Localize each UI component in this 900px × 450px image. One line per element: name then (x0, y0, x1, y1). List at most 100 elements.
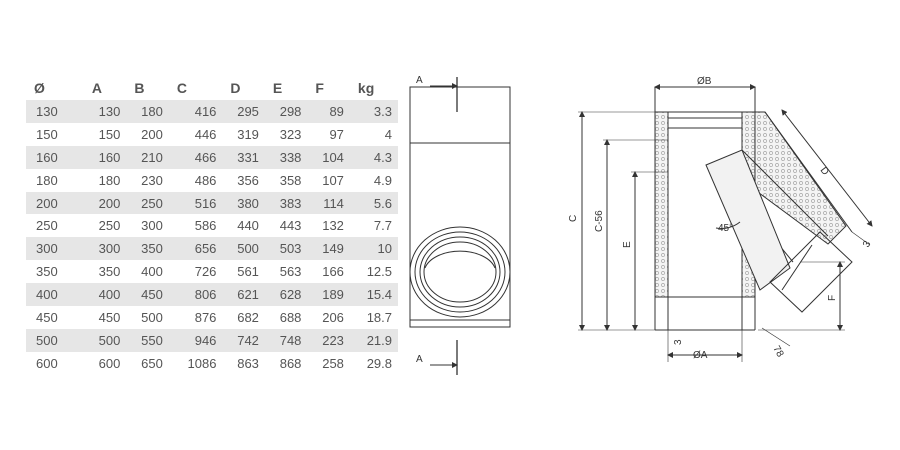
table-cell: 443 (264, 214, 308, 238)
branch-socket-line (781, 244, 813, 291)
table-cell: 250 (26, 214, 84, 238)
table-cell: 500 (26, 328, 84, 352)
angle-arc (715, 221, 741, 229)
table-cell: 1086 (168, 351, 223, 375)
table-cell: 500 (126, 306, 169, 329)
branch-ring-2 (414, 231, 506, 313)
table-cell: 180 (126, 100, 169, 123)
table-cell: 356 (222, 168, 265, 192)
table-cell: 323 (264, 122, 308, 146)
table-cell: 15.4 (349, 283, 398, 307)
table-cell: 450 (126, 283, 169, 307)
dim-label-3-bottom: 3 (673, 339, 684, 345)
dim-label-c56: C-56 (594, 210, 605, 232)
table-cell: 21.9 (349, 328, 398, 352)
header-cell: E (272, 80, 283, 96)
table-cell: 656 (168, 237, 223, 261)
table-cell: 563 (264, 260, 308, 284)
table-cell: 107 (307, 168, 350, 192)
table-cell: 230 (126, 168, 169, 192)
table-cell: 726 (168, 260, 223, 284)
table-cell: 876 (168, 306, 223, 329)
header-cell: B (134, 80, 145, 96)
table-cell: 7.7 (349, 214, 398, 238)
header-cell: kg (357, 80, 375, 96)
dim-label-a: ØA (693, 350, 708, 361)
header-cell: Ø (34, 80, 45, 96)
table-cell: 748 (264, 328, 308, 352)
table-cell: 500 (83, 328, 127, 352)
table-cell: 200 (126, 122, 169, 146)
table-cell: 160 (26, 145, 84, 169)
table-cell: 180 (83, 168, 127, 192)
table-cell: 450 (26, 306, 84, 329)
section-label-bottom: A (416, 354, 423, 365)
table-cell: 350 (126, 237, 169, 261)
header-cell: C (176, 80, 187, 96)
table-cell: 806 (168, 283, 223, 307)
angle-label: 45° (718, 223, 733, 234)
front-view-body (409, 86, 511, 328)
branch-outer-ring (409, 226, 511, 318)
table-cell: 114 (307, 191, 350, 215)
table-cell: 295 (222, 100, 265, 123)
table-cell: 628 (264, 283, 308, 307)
table-cell: 450 (83, 306, 127, 329)
header-cell: F (315, 80, 324, 96)
ext-line-78 (761, 327, 791, 347)
table-cell: 250 (83, 214, 127, 238)
table-cell: 946 (168, 328, 223, 352)
table-cell: 440 (222, 214, 265, 238)
branch-ring-3 (419, 236, 501, 308)
table-cell: 350 (26, 260, 84, 284)
dim-label-d: D (818, 165, 831, 177)
table-cell: 466 (168, 145, 223, 169)
table-cell: 416 (168, 100, 223, 123)
table-cell: 446 (168, 122, 223, 146)
table-cell: 358 (264, 168, 308, 192)
table-cell: 189 (307, 283, 350, 307)
dim-label-e: E (622, 241, 633, 248)
branch-socket (769, 231, 853, 313)
table-cell: 160 (83, 145, 127, 169)
table-cell: 400 (126, 260, 169, 284)
ext-line-3-top (851, 231, 871, 246)
branch-inner-ring (423, 241, 497, 303)
table-cell: 104 (307, 145, 350, 169)
table-cell: 210 (126, 145, 169, 169)
table-cell: 621 (222, 283, 265, 307)
dim-label-b: ØB (697, 76, 712, 87)
table-cell: 132 (307, 214, 350, 238)
table-cell: 206 (307, 306, 350, 329)
table-cell: 586 (168, 214, 223, 238)
table-cell: 258 (307, 351, 350, 375)
table-cell: 300 (26, 237, 84, 261)
table-cell: 561 (222, 260, 265, 284)
front-view (409, 77, 511, 375)
table-cell: 600 (26, 351, 84, 375)
table-cell: 200 (83, 191, 127, 215)
table-cell: 400 (26, 283, 84, 307)
table-cell: 298 (264, 100, 308, 123)
table-cell: 3.3 (349, 100, 398, 123)
section-label-top: A (416, 75, 423, 86)
table-cell: 29.8 (349, 351, 398, 375)
dim-label-f: F (827, 295, 838, 301)
table-cell: 350 (83, 260, 127, 284)
table-cell: 4 (349, 122, 398, 146)
top-socket (667, 117, 743, 129)
table-cell: 300 (83, 237, 127, 261)
dim-label-3-top: 3 (861, 239, 874, 250)
table-cell: 331 (222, 145, 265, 169)
table-cell: 4.9 (349, 168, 398, 192)
table-cell: 863 (222, 351, 265, 375)
table-cell: 150 (83, 122, 127, 146)
